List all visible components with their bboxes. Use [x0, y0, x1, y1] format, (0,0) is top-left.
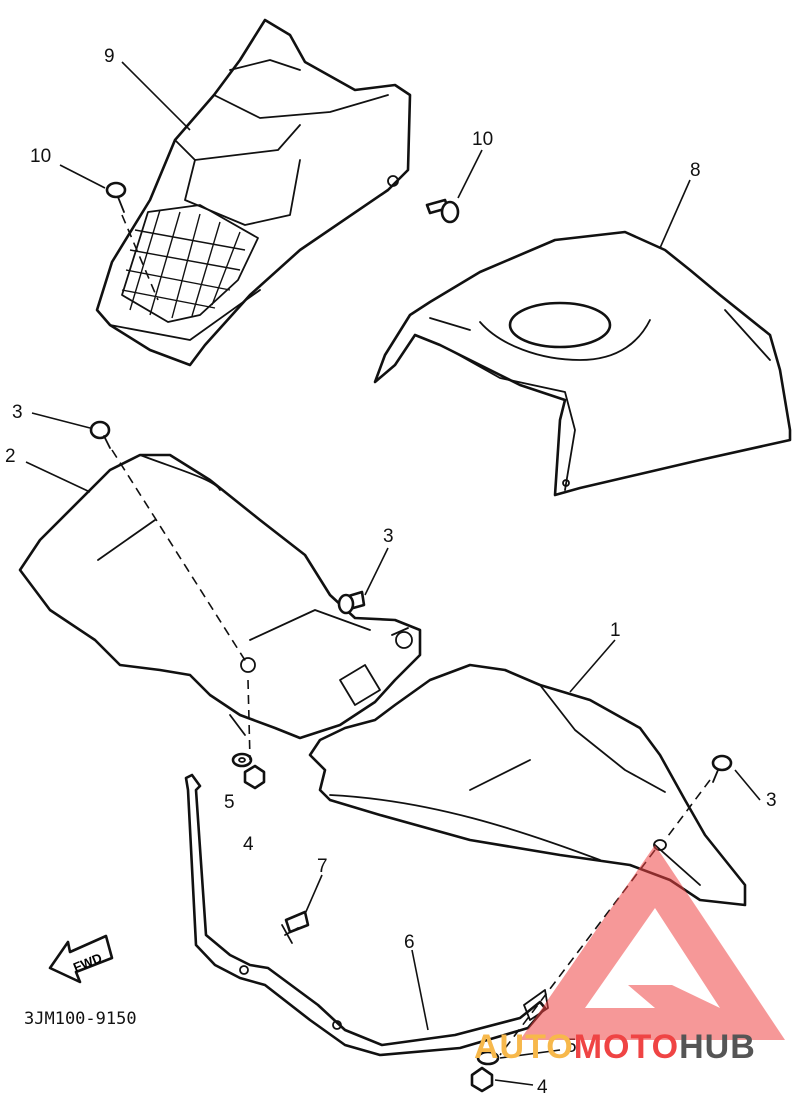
watermark-hub: HUB: [679, 1028, 756, 1066]
watermark-logo-icon: [520, 845, 785, 1040]
washer-5-right: [476, 1050, 500, 1066]
callout-9: 9: [104, 46, 115, 67]
callout-3-right: 3: [766, 790, 777, 811]
part-8-tank-cover: [373, 230, 792, 497]
callout-1: 1: [610, 620, 621, 641]
leader-lines: [25, 61, 761, 1086]
svg-text:AUTOMOTOHUB: AUTOMOTOHUB: [474, 1028, 756, 1066]
nut-4-left: [243, 764, 266, 790]
screw-7: [281, 910, 310, 944]
watermark-auto: AUTO: [474, 1028, 574, 1066]
washer-5-left: [231, 752, 253, 768]
screw-10-right: [425, 198, 460, 224]
callout-5-right: 5: [566, 1036, 577, 1057]
part-2-side-cover: [18, 453, 422, 740]
diagram-code: 3JM100-9150: [24, 1009, 137, 1029]
screw-3-top: [89, 420, 111, 449]
watermark-moto: MOTO: [574, 1028, 679, 1066]
callout-3-top: 3: [12, 402, 23, 423]
callout-8: 8: [690, 160, 701, 181]
callouts: 9 10 10 8 3 2 3 1 3 5 4 7 6 5 4 3JM100-9…: [5, 46, 777, 1098]
callout-10-right: 10: [472, 129, 493, 150]
fwd-arrow: FWD: [48, 934, 114, 984]
watermark: AUTOMOTOHUB: [474, 845, 785, 1066]
screw-10-left: [105, 181, 127, 213]
part-9-front-cover: [95, 18, 412, 367]
callout-10-left: 10: [30, 146, 51, 167]
callout-6: 6: [404, 932, 415, 953]
callout-2: 2: [5, 446, 16, 467]
callout-4-left: 4: [243, 834, 254, 855]
screw-3-right: [711, 754, 733, 783]
nut-4-right: [470, 1066, 494, 1093]
callout-3-middle: 3: [383, 526, 394, 547]
part-1-front-fender: [308, 663, 747, 907]
callout-7: 7: [317, 856, 328, 877]
grille-mesh: [121, 209, 246, 319]
screw-3-middle: [337, 590, 366, 615]
callout-5-left: 5: [224, 792, 235, 813]
callout-4-right: 4: [537, 1077, 548, 1098]
